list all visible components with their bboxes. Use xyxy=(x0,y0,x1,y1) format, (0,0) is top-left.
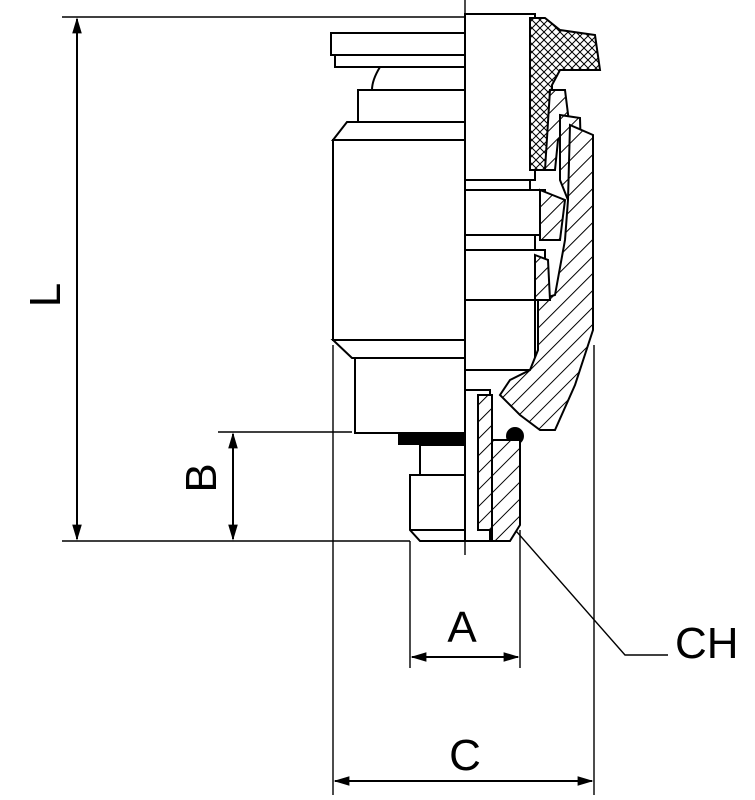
seal-ring xyxy=(398,433,465,445)
dimension-L: L xyxy=(21,16,465,542)
dimension-L-label: L xyxy=(21,283,70,307)
dimension-CH-label: CH xyxy=(675,619,739,668)
body-main xyxy=(332,139,466,341)
bore-step-1 xyxy=(464,179,531,191)
thread-section xyxy=(409,474,466,542)
nipple-wall-inner xyxy=(477,394,493,531)
gripper-ring xyxy=(543,89,572,171)
inner-sleeve-section xyxy=(539,188,567,241)
body-chamfer xyxy=(330,121,466,141)
hex-section xyxy=(354,357,466,434)
fitting-external-view xyxy=(330,32,466,542)
dimension-C: C xyxy=(332,345,595,795)
body-upper-step xyxy=(357,89,466,123)
dimension-C-label: C xyxy=(449,731,481,780)
bore-step-3 xyxy=(464,234,536,251)
nipple-wall-outer xyxy=(491,439,521,542)
dimension-B: B xyxy=(177,431,352,541)
thread-upper xyxy=(419,444,466,476)
bore-step-4 xyxy=(464,249,546,301)
dimension-A: A xyxy=(409,530,521,668)
fitting-section-view xyxy=(464,13,602,542)
body-lower-chamfer xyxy=(330,339,466,359)
bore-step-5 xyxy=(464,299,536,371)
collet-flange-lower xyxy=(334,54,466,68)
dimension-CH: CH xyxy=(479,489,739,668)
collet-flange xyxy=(330,32,466,56)
bore-step-2 xyxy=(464,189,546,236)
inner-sleeve-lower xyxy=(534,253,552,301)
dimension-A-label: A xyxy=(447,603,477,652)
collet-neck xyxy=(370,66,466,91)
body-wall-section xyxy=(498,123,594,431)
dimension-B-label: B xyxy=(177,463,226,492)
dimension-CH-leader xyxy=(479,489,668,656)
collet-section-inner xyxy=(464,13,536,181)
